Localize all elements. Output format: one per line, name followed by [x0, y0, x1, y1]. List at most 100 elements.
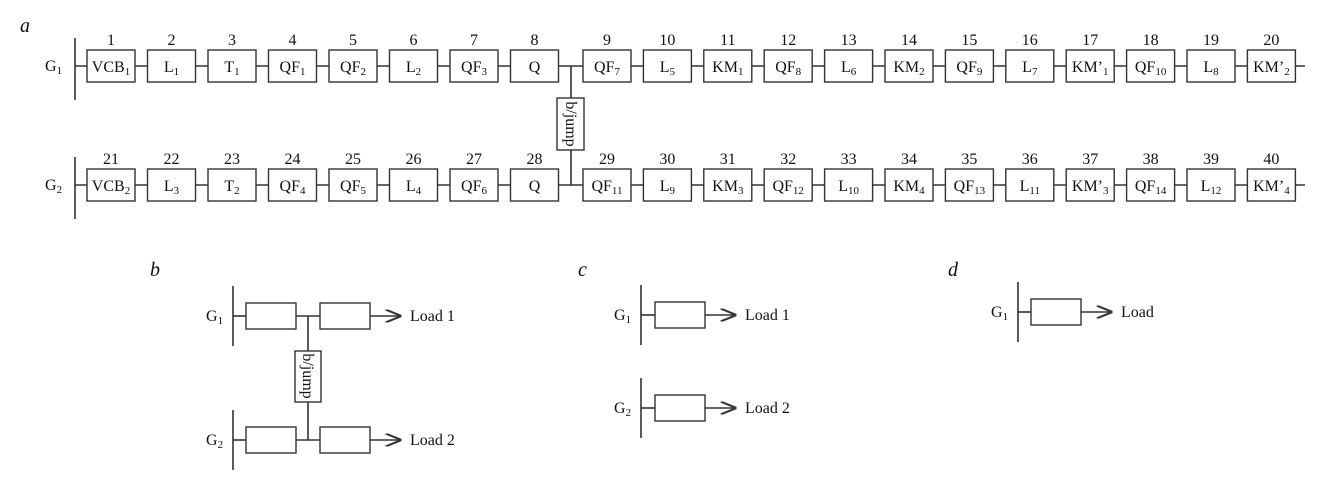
- load-label: Load 2: [745, 400, 790, 417]
- panel-label-a: a: [20, 15, 30, 37]
- element-number: 10: [659, 32, 675, 49]
- element-number: 25: [345, 151, 361, 168]
- jump-label: b/jump: [562, 101, 579, 146]
- element-label: QF2: [340, 59, 366, 78]
- element-box-8: [509, 49, 560, 83]
- jump-box: [556, 97, 585, 151]
- element-label: QF12: [772, 178, 803, 197]
- element-label: VCB2: [92, 178, 130, 197]
- element-box-6: [388, 49, 439, 83]
- load-label: Load 1: [745, 307, 790, 324]
- element-number: 34: [901, 151, 917, 168]
- element-box-34: [884, 168, 934, 202]
- element-box-17: [1065, 49, 1115, 83]
- element-number: 32: [780, 151, 796, 168]
- element-number: 37: [1082, 151, 1098, 168]
- element-box-15: [944, 49, 995, 83]
- element-label: L2: [406, 59, 421, 78]
- element-label: KM1: [712, 59, 743, 78]
- element-number: 40: [1263, 151, 1279, 168]
- element-label: QF11: [591, 178, 622, 197]
- generator-label-g2: G2: [45, 177, 62, 196]
- element-number: 38: [1143, 151, 1159, 168]
- element-label: QF1: [280, 59, 306, 78]
- element-box-7: [449, 49, 499, 83]
- element-number: 20: [1263, 32, 1279, 49]
- element-box-10: [642, 49, 693, 83]
- element-box-23: [207, 168, 257, 202]
- element-box-9: [582, 49, 632, 83]
- element-label: L1: [164, 59, 179, 78]
- generator-label-g2: G2: [614, 400, 631, 419]
- element-box-2: [146, 49, 197, 83]
- generator-label-g1: G1: [991, 304, 1008, 323]
- feeder-box: [245, 426, 297, 454]
- element-box-13: [823, 49, 874, 83]
- feeder-box: [1030, 298, 1082, 326]
- load-label: Load: [1121, 304, 1154, 321]
- element-box-26: [388, 168, 439, 202]
- element-number: 9: [603, 32, 611, 49]
- element-box-40: [1246, 168, 1297, 202]
- element-box-21: [86, 168, 136, 202]
- load-label: Load 1: [410, 308, 455, 325]
- element-number: 39: [1203, 151, 1219, 168]
- element-label: QF9: [956, 59, 982, 78]
- element-box-5: [328, 49, 378, 83]
- element-box-3: [207, 49, 257, 83]
- element-number: 27: [466, 151, 482, 168]
- element-label: VCB1: [92, 59, 130, 78]
- element-number: 1: [107, 32, 115, 49]
- element-number: 23: [224, 151, 240, 168]
- element-number: 29: [599, 151, 615, 168]
- element-number: 6: [410, 32, 418, 49]
- element-number: 21: [103, 151, 119, 168]
- element-number: 19: [1203, 32, 1219, 49]
- feeder-box: [654, 394, 706, 422]
- element-number: 16: [1022, 32, 1038, 49]
- element-number: 18: [1143, 32, 1159, 49]
- element-box-19: [1186, 49, 1236, 83]
- element-label: T1: [224, 59, 239, 78]
- element-number: 8: [531, 32, 539, 49]
- element-number: 3: [228, 32, 236, 49]
- element-box-39: [1186, 168, 1236, 202]
- element-number: 36: [1022, 151, 1038, 168]
- panel-label-d: d: [948, 259, 959, 281]
- element-label: L11: [1020, 178, 1040, 197]
- element-box-38: [1125, 168, 1176, 202]
- element-number: 22: [164, 151, 180, 168]
- element-label: QF3: [461, 59, 487, 78]
- element-label: KM’3: [1072, 178, 1109, 197]
- element-label: QF7: [594, 59, 620, 78]
- element-box-1: [86, 49, 136, 83]
- element-box-28: [509, 168, 560, 202]
- element-label: KM’4: [1253, 178, 1290, 197]
- generator-label-g2: G2: [206, 432, 223, 451]
- panel-label-c: c: [578, 259, 587, 281]
- element-box-16: [1005, 49, 1055, 83]
- element-number: 24: [285, 151, 301, 168]
- element-box-30: [642, 168, 693, 202]
- generator-label-g1: G1: [206, 308, 223, 327]
- generator-label-g1: G1: [45, 58, 62, 77]
- element-number: 26: [406, 151, 422, 168]
- element-number: 2: [168, 32, 176, 49]
- element-number: 17: [1082, 32, 1098, 49]
- element-number: 28: [527, 151, 543, 168]
- element-number: 5: [349, 32, 357, 49]
- element-box-11: [703, 49, 753, 83]
- feeder-box: [319, 302, 371, 330]
- element-number: 35: [961, 151, 977, 168]
- element-number: 31: [720, 151, 736, 168]
- element-box-4: [267, 49, 318, 83]
- element-label: QF4: [280, 178, 306, 197]
- jump-box: [294, 350, 322, 403]
- element-box-22: [146, 168, 197, 202]
- element-number: 33: [841, 151, 857, 168]
- element-label: L12: [1201, 178, 1222, 197]
- feeder-box: [245, 302, 297, 330]
- element-number: 30: [659, 151, 675, 168]
- element-label: L5: [660, 59, 676, 78]
- load-label: Load 2: [410, 432, 455, 449]
